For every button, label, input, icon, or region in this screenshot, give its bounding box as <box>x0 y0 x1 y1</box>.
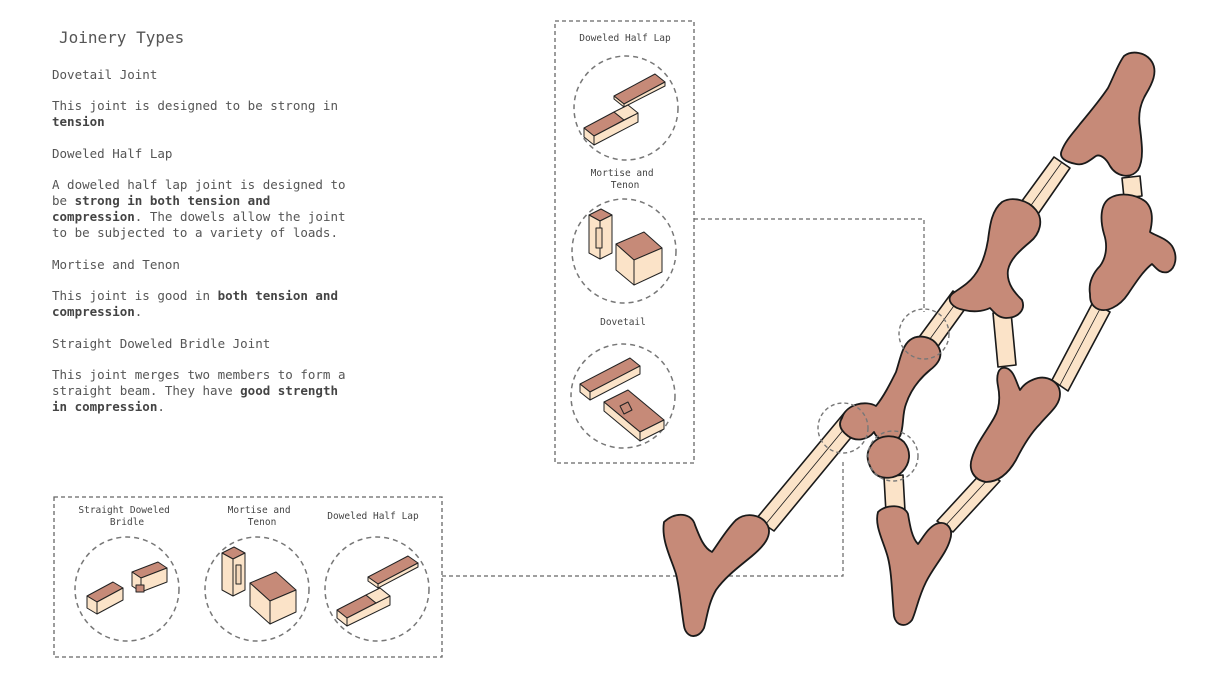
joint-node-center-right <box>969 366 1061 483</box>
section-heading: Dovetail Joint <box>52 67 158 82</box>
description-text: . <box>157 399 165 414</box>
vpanel-label-2: Mortise and Tenon <box>591 168 660 191</box>
beam-middle-post <box>992 311 1017 368</box>
joint-node-top <box>1060 51 1156 177</box>
highlight-circle-lower <box>867 430 919 482</box>
detail-circle-mortise-v <box>571 198 677 304</box>
joint-node-upper-left <box>948 198 1042 319</box>
horizontal-joint-panel <box>53 496 443 658</box>
section-heading: Mortise and Tenon <box>52 257 180 272</box>
vpanel-label-1: Doweled Half Lap <box>579 33 671 44</box>
frame-members <box>755 156 1143 533</box>
frame-joints <box>662 51 1177 637</box>
dovetail-sketch-v <box>579 357 665 442</box>
joint-node-middle-left <box>839 335 942 443</box>
mortise-sketch-h <box>221 546 297 625</box>
emphasis-text: both tension and compression <box>52 288 338 319</box>
detail-circle-bridle-h <box>74 536 180 642</box>
vpanel-label-3: Dovetail <box>600 317 646 328</box>
mortise-sketch-v <box>588 208 663 286</box>
beam-right-diagonal <box>1051 301 1111 392</box>
leader-line-vertical <box>694 218 925 312</box>
section-heading: Doweled Half Lap <box>52 146 173 161</box>
beam-top-right-post <box>1121 175 1143 199</box>
section-description: This joint is designed to be strong in t… <box>52 98 352 130</box>
hpanel-label-2: Mortise and Tenon <box>228 505 297 528</box>
emphasis-text: tension <box>52 114 105 129</box>
description-text: This joint is designed to be strong in <box>52 98 338 113</box>
description-text: . The dowels allow the joint to be subje… <box>52 209 346 240</box>
bridle-sketch-h <box>86 561 168 615</box>
page-title: Joinery Types <box>59 28 185 47</box>
leader-line-horizontal <box>442 462 844 577</box>
joint-node-bottom-right <box>876 505 952 626</box>
emphasis-text: strong in both tension and compression <box>52 193 271 224</box>
half-lap-sketch-h <box>336 555 419 627</box>
detail-circle-dovetail-v <box>570 343 676 449</box>
description-text: This joint is good in <box>52 288 218 303</box>
section-heading: Straight Doweled Bridle Joint <box>52 336 271 351</box>
section-description: A doweled half lap joint is designed to … <box>52 177 352 241</box>
vertical-joint-panel <box>554 20 695 464</box>
joint-node-right-middle <box>1088 193 1177 311</box>
section-description: This joint merges two members to form a … <box>52 367 352 415</box>
detail-circle-half-lap-h <box>324 536 430 642</box>
hpanel-label-3: Doweled Half Lap <box>327 511 419 522</box>
description-text: A doweled half lap joint is designed to … <box>52 177 346 208</box>
section-description: This joint is good in both tension and c… <box>52 288 352 320</box>
highlight-circle-upper <box>898 308 950 360</box>
detail-circle-mortise-h <box>204 536 310 642</box>
emphasis-text: good strength in compression <box>52 383 338 414</box>
hpanel-label-1: Straight Doweled Bridle <box>78 505 175 528</box>
detail-circle-half-lap-v <box>573 55 679 161</box>
description-text: This joint merges two members to form a … <box>52 367 346 398</box>
highlight-circle-middle <box>817 402 869 454</box>
half-lap-sketch-v <box>583 73 666 146</box>
description-text: . <box>134 304 143 319</box>
joint-node-bottom-left <box>662 513 770 637</box>
joint-node-lower-small <box>866 435 910 479</box>
